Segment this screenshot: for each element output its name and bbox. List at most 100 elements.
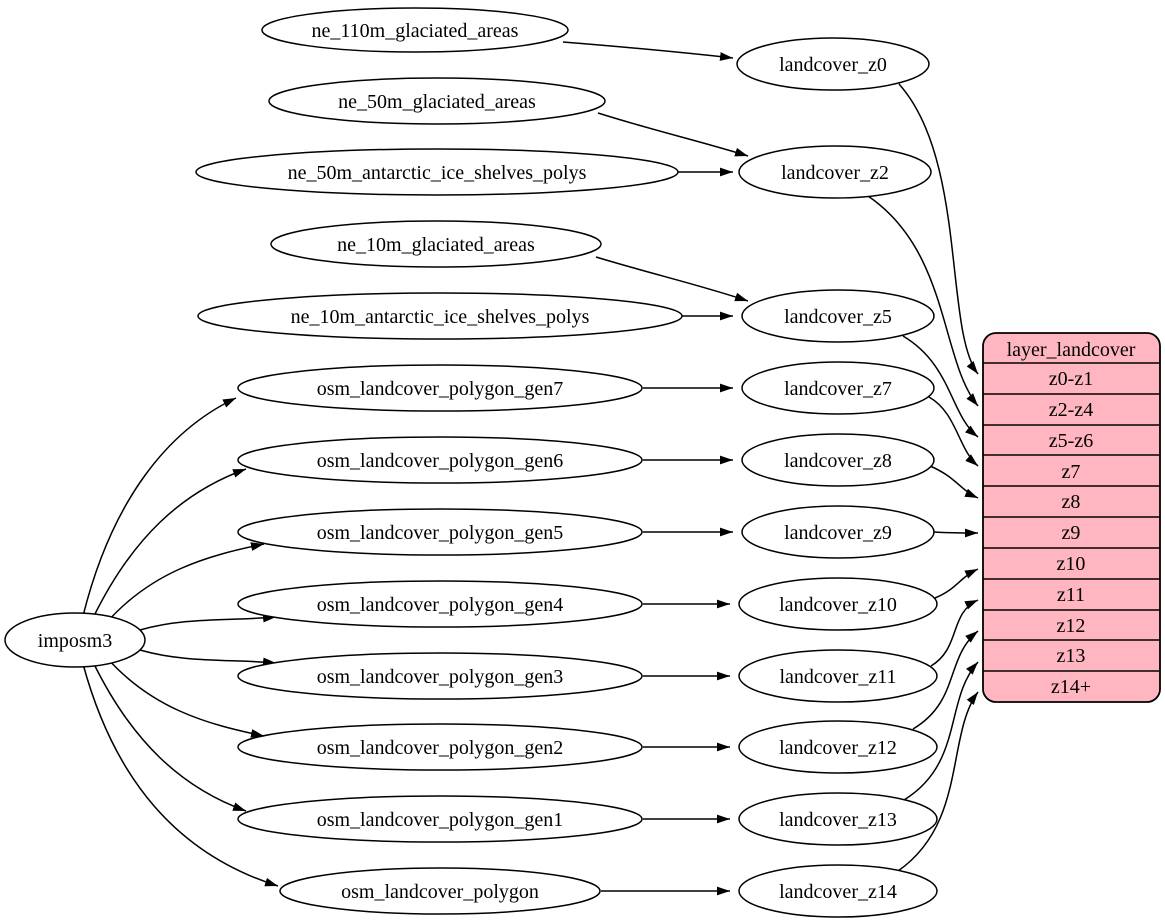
node-landcover-z12: landcover_z12 bbox=[738, 720, 938, 774]
node-landcover-z7: landcover_z7 bbox=[741, 361, 935, 415]
edge-ne10mglac-z5 bbox=[595, 256, 749, 302]
node-shape bbox=[279, 867, 601, 915]
node-landcover-z11: landcover_z11 bbox=[738, 649, 938, 703]
edge-z12-row-z12 bbox=[912, 630, 979, 730]
edge-z13-row-z13 bbox=[903, 661, 979, 801]
node-label: osm_landcover_polygon_gen7 bbox=[317, 378, 564, 400]
node-landcover-z8: landcover_z8 bbox=[741, 433, 935, 487]
node-shape bbox=[261, 7, 569, 53]
node-osm-landcover-polygon-gen7: osm_landcover_polygon_gen7 bbox=[237, 364, 643, 412]
node-landcover-z0: landcover_z0 bbox=[736, 37, 930, 91]
edge-imposm3-gen7 bbox=[82, 397, 237, 617]
node-label: landcover_z14 bbox=[779, 881, 897, 903]
node-osm-landcover-polygon-gen1: osm_landcover_polygon_gen1 bbox=[237, 795, 643, 843]
node-imposm3: imposm3 bbox=[4, 612, 146, 668]
node-label: landcover_z2 bbox=[781, 162, 889, 184]
edge-z9-row-z9 bbox=[933, 528, 979, 538]
node-osm-landcover-polygon-gen4: osm_landcover_polygon_gen4 bbox=[237, 580, 643, 628]
node-shape bbox=[738, 792, 938, 846]
table-layer-landcover: layer_landcover z0-z1 z2-z4 z5-z6 z7 z8 … bbox=[982, 332, 1161, 703]
edge-imposm3-polygon bbox=[82, 663, 279, 887]
node-label: osm_landcover_polygon_gen2 bbox=[317, 737, 564, 759]
node-ne-10m-antarctic-ice-shelves-polys: ne_10m_antarctic_ice_shelves_polys bbox=[197, 292, 683, 340]
node-shape bbox=[195, 148, 679, 196]
node-shape bbox=[741, 361, 935, 415]
table-row-z14plus: z14+ bbox=[1051, 676, 1091, 698]
edge-group bbox=[82, 41, 979, 896]
node-label: osm_landcover_polygon bbox=[341, 881, 539, 903]
node-label: osm_landcover_polygon_gen4 bbox=[317, 594, 564, 616]
table-row-z7: z7 bbox=[1062, 461, 1081, 483]
node-label: landcover_z12 bbox=[779, 737, 897, 759]
edge-imposm3-gen2 bbox=[106, 657, 265, 738]
edge-z0-row-z0z1 bbox=[898, 83, 979, 375]
node-shape bbox=[738, 577, 938, 631]
node-landcover-z2: landcover_z2 bbox=[738, 145, 932, 199]
edge-z5-row-z5z6 bbox=[902, 335, 979, 438]
node-label: landcover_z10 bbox=[779, 594, 897, 616]
node-label: landcover_z13 bbox=[779, 809, 897, 831]
table-row-z8: z8 bbox=[1062, 491, 1081, 513]
edge-z10-row-z10 bbox=[934, 568, 979, 599]
node-shape bbox=[237, 508, 643, 556]
edge-imposm3-gen1 bbox=[92, 661, 247, 812]
edge-z2-row-z2z4 bbox=[867, 195, 979, 407]
node-shape bbox=[197, 292, 683, 340]
edge-z14-row-z14plus bbox=[897, 691, 979, 872]
node-label: ne_50m_glaciated_areas bbox=[338, 91, 536, 113]
node-label: osm_landcover_polygon_gen5 bbox=[317, 522, 564, 544]
node-osm-landcover-polygon-gen3: osm_landcover_polygon_gen3 bbox=[237, 652, 643, 700]
table-row-z2z4: z2-z4 bbox=[1049, 399, 1093, 421]
node-shape bbox=[237, 795, 643, 843]
node-shape bbox=[270, 220, 602, 268]
node-shape bbox=[237, 723, 643, 771]
node-shape bbox=[738, 145, 932, 199]
node-shape bbox=[237, 580, 643, 628]
edge-z8-row-z8 bbox=[929, 465, 979, 499]
node-label: landcover_z11 bbox=[780, 666, 897, 688]
node-group: imposm3 ne_110m_glaciated_areas ne_50m_g… bbox=[4, 7, 938, 918]
table-title: layer_landcover bbox=[1007, 339, 1136, 361]
node-landcover-z14: landcover_z14 bbox=[738, 864, 938, 918]
node-shape bbox=[237, 436, 643, 484]
node-shape bbox=[738, 720, 938, 774]
node-ne-110m-glaciated-areas: ne_110m_glaciated_areas bbox=[261, 7, 569, 53]
node-osm-landcover-polygon-gen5: osm_landcover_polygon_gen5 bbox=[237, 508, 643, 556]
node-osm-landcover-polygon-gen2: osm_landcover_polygon_gen2 bbox=[237, 723, 643, 771]
node-landcover-z10: landcover_z10 bbox=[738, 577, 938, 631]
edge-ne50mglac-z2 bbox=[597, 112, 749, 157]
node-shape bbox=[268, 77, 606, 125]
edge-imposm3-gen6 bbox=[92, 468, 247, 619]
edge-ne110m-z0 bbox=[562, 41, 734, 61]
node-landcover-z13: landcover_z13 bbox=[738, 792, 938, 846]
node-shape bbox=[738, 649, 938, 703]
table-row-z13: z13 bbox=[1057, 645, 1086, 667]
node-ne-50m-antarctic-ice-shelves-polys: ne_50m_antarctic_ice_shelves_polys bbox=[195, 148, 679, 196]
table-row-z10: z10 bbox=[1057, 553, 1086, 575]
node-label: landcover_z8 bbox=[784, 450, 892, 472]
node-shape bbox=[237, 364, 643, 412]
node-label: ne_10m_glaciated_areas bbox=[337, 234, 535, 256]
table-row-z5z6: z5-z6 bbox=[1049, 430, 1093, 452]
node-shape bbox=[741, 505, 935, 559]
node-label: osm_landcover_polygon_gen6 bbox=[317, 450, 564, 472]
node-osm-landcover-polygon-gen6: osm_landcover_polygon_gen6 bbox=[237, 436, 643, 484]
node-osm-landcover-polygon: osm_landcover_polygon bbox=[279, 867, 601, 915]
table-row-z0z1: z0-z1 bbox=[1049, 368, 1093, 390]
table-row-z11: z11 bbox=[1057, 584, 1085, 606]
table-row-z9: z9 bbox=[1062, 522, 1081, 544]
node-label: landcover_z7 bbox=[784, 378, 892, 400]
edge-imposm3-gen5 bbox=[106, 542, 265, 623]
node-imposm3-shape bbox=[4, 612, 146, 668]
node-shape bbox=[741, 433, 935, 487]
node-label: osm_landcover_polygon_gen3 bbox=[317, 666, 564, 688]
node-label: landcover_z0 bbox=[779, 54, 887, 76]
node-shape bbox=[237, 652, 643, 700]
node-ne-50m-glaciated-areas: ne_50m_glaciated_areas bbox=[268, 77, 606, 125]
node-landcover-z9: landcover_z9 bbox=[741, 505, 935, 559]
node-ne-10m-glaciated-areas: ne_10m_glaciated_areas bbox=[270, 220, 602, 268]
node-shape bbox=[736, 37, 930, 91]
node-label: ne_10m_antarctic_ice_shelves_polys bbox=[291, 306, 590, 328]
